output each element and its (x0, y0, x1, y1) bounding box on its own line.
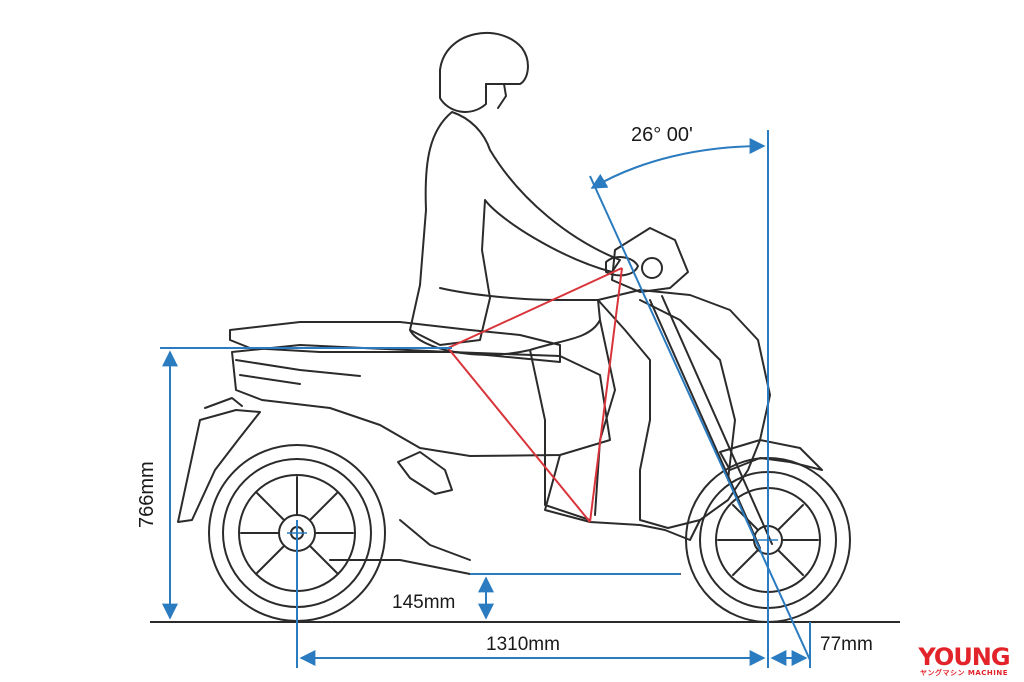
handle-cowl (611, 227, 689, 293)
scooter-drawing (177, 227, 851, 623)
trail-label: 77mm (820, 634, 873, 655)
seat-height-label: 766mm (136, 461, 158, 528)
front-fork (649, 295, 773, 549)
front-fender (719, 439, 823, 471)
rider-hand (605, 256, 639, 277)
front-body (597, 289, 771, 529)
young-machine-logo: YOUNG ヤングマシン MACHINE (912, 645, 1016, 677)
caster-angle-label: 26° 00' (631, 124, 693, 146)
logo-main-text: YOUNG (918, 643, 1010, 671)
rider-torso (409, 111, 621, 346)
logo-sub-text: ヤングマシン MACHINE (919, 669, 1009, 677)
axle-markers (287, 532, 778, 541)
wheelbase-label: 1310mm (486, 634, 560, 655)
ground-clearance-label: 145mm (392, 592, 456, 613)
caster-angle-arc (590, 138, 766, 189)
rider-helmet (439, 32, 529, 113)
dimension-lines (160, 130, 811, 668)
floorboard (544, 454, 701, 541)
seat (229, 321, 561, 363)
rider-drawing (409, 32, 639, 521)
rider-triangle (447, 267, 623, 523)
side-vent (397, 451, 453, 495)
rear-fender (177, 409, 261, 523)
steering-axis (589, 175, 811, 661)
rider-legs (409, 287, 616, 521)
